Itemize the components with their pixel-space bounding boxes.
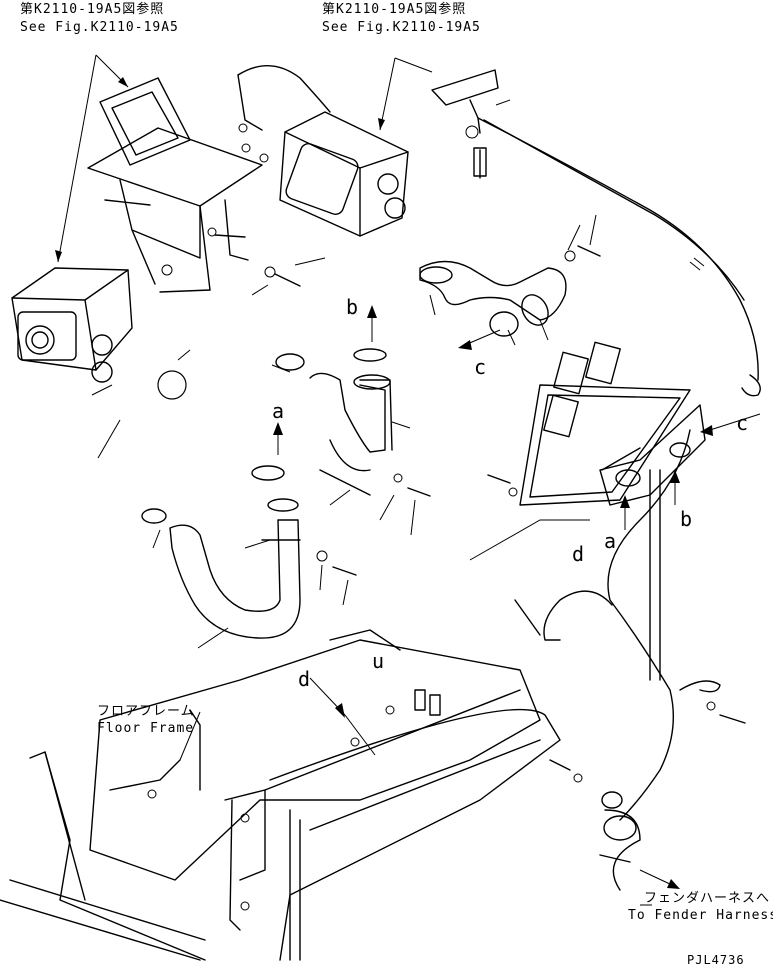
floor-frame-jp: フロアフレーム — [97, 704, 195, 719]
left-reference-en: See Fig.K2110-19A5 — [20, 20, 179, 35]
callout-d-right: d — [572, 542, 585, 566]
right-reference-jp: 第K2110-19A5図参照 — [322, 2, 467, 17]
middle-duct — [275, 348, 393, 496]
callout-b-top: b — [346, 295, 359, 319]
duct-bracket — [87, 77, 269, 293]
fender-harness-jp: フェンダハーネスへ — [644, 891, 771, 906]
right-reference-en: See Fig.K2110-19A5 — [322, 20, 481, 35]
left-reference-jp: 第K2110-19A5図参照 — [20, 2, 165, 17]
leader-lines — [91, 99, 597, 649]
drawing-code: PJL4736 — [687, 953, 745, 967]
callout-a-right: a — [604, 529, 617, 553]
top-bracket — [431, 69, 499, 106]
upper-duct — [419, 260, 567, 337]
floor-frame-en: Floor Frame — [97, 721, 195, 736]
callout-d-floor: d — [298, 667, 311, 691]
top-heater-unit — [237, 65, 409, 237]
callout-c-left: c — [474, 355, 487, 379]
fender-harness-en: To Fender Harness — [628, 908, 773, 923]
left-heater-unit — [11, 267, 187, 400]
callout-c-right: c — [736, 411, 749, 435]
main-harness — [477, 117, 759, 381]
callout-u-floor: u — [372, 649, 385, 673]
lower-duct — [141, 465, 301, 639]
callout-b-right: b — [680, 507, 693, 531]
callout-a-left: a — [272, 399, 285, 423]
ref-leader-2 — [57, 54, 97, 263]
bolts — [264, 245, 746, 783]
outlet-assembly — [519, 341, 706, 506]
floor-frame — [0, 629, 561, 961]
